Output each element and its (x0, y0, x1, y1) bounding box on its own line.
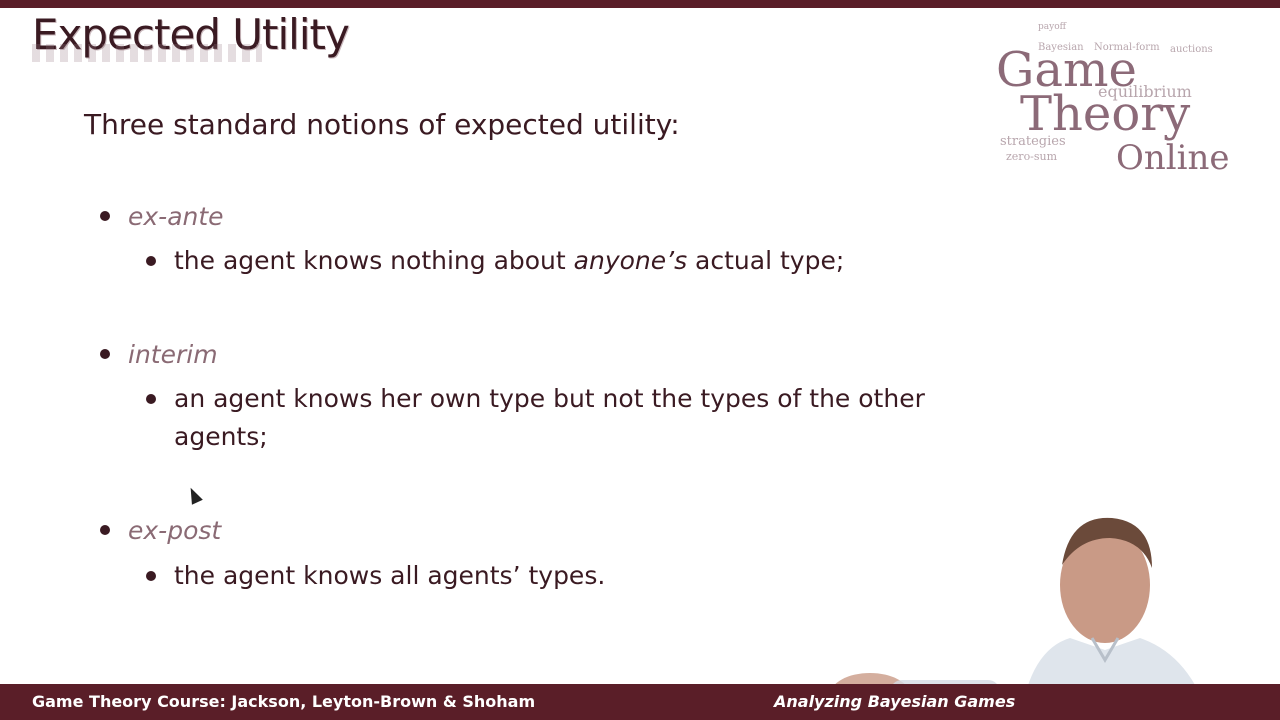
bullet-dot (100, 211, 110, 221)
mouse-cursor-icon (185, 485, 203, 505)
logo-online: Online (1116, 138, 1230, 178)
bullet-dot (146, 256, 156, 266)
game-theory-online-logo: payoff Bayesian Normal-form auctions Gam… (990, 20, 1260, 190)
bullet-dot (100, 349, 110, 359)
desc-interim: an agent knows her own type but not the … (174, 384, 925, 451)
term-interim: interim (128, 340, 218, 369)
footer-section: Analyzing Bayesian Games (774, 692, 1016, 711)
bullet-ex-post: ex-post (100, 516, 221, 545)
footer-course: Game Theory Course: Jackson, Leyton-Brow… (32, 692, 536, 711)
logo-theory: Theory (1020, 86, 1191, 142)
term-ex-ante: ex-ante (128, 202, 224, 231)
logo-word: zero-sum (1006, 150, 1058, 163)
logo-word: auctions (1170, 44, 1213, 55)
sub-bullet-ex-post: the agent knows all agents’ types. (146, 557, 946, 595)
slide-title: Expected Utility (32, 10, 350, 59)
logo-word: Normal-form (1094, 42, 1160, 53)
logo-word: strategies (1000, 134, 1066, 149)
desc-part: actual type; (687, 246, 845, 275)
bullet-ex-ante: ex-ante (100, 202, 224, 231)
intro-text: Three standard notions of expected utili… (84, 108, 680, 141)
term-ex-post: ex-post (128, 516, 222, 545)
logo-game: Game (996, 42, 1137, 98)
sub-bullet-interim: an agent knows her own type but not the … (146, 380, 946, 456)
desc-ex-post: the agent knows all agents’ types. (174, 561, 606, 590)
logo-word: payoff (1038, 22, 1067, 32)
footer-bar: Game Theory Course: Jackson, Leyton-Brow… (0, 684, 1280, 720)
title-reflection (32, 44, 262, 62)
bullet-dot (146, 394, 156, 404)
bullet-dot (100, 525, 110, 535)
logo-word: Bayesian (1038, 42, 1084, 53)
desc-emphasis: anyone’s (573, 246, 688, 275)
sub-bullet-ex-ante: the agent knows nothing about anyone’s a… (146, 242, 946, 280)
bullet-dot (146, 571, 156, 581)
top-bar (0, 0, 1280, 8)
desc-ex-ante: the agent knows nothing about anyone’s a… (174, 242, 946, 280)
desc-part: the agent knows nothing about (174, 246, 574, 275)
bullet-interim: interim (100, 340, 218, 369)
logo-word: equilibrium (1098, 82, 1192, 101)
